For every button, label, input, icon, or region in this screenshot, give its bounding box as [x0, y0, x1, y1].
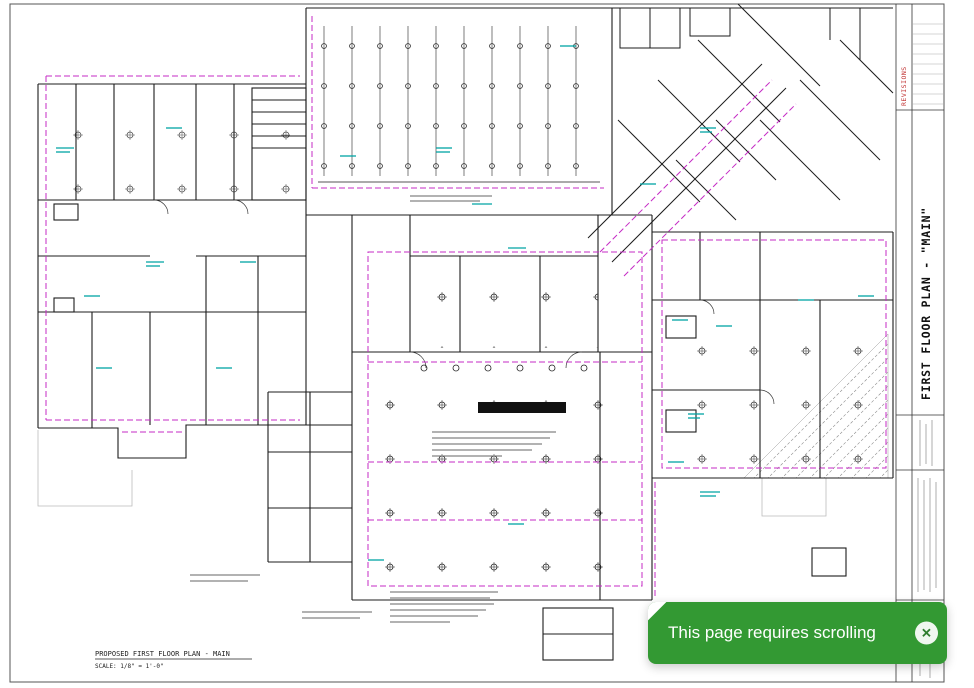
highlighted-note-box [478, 402, 566, 413]
toast-close-button[interactable]: ✕ [915, 621, 938, 645]
sheet-border [9, 3, 945, 683]
revisions-label: REVISIONS [900, 66, 908, 106]
annotation-ticks [56, 45, 874, 561]
angled-wing-walls [587, 3, 894, 263]
toast-message: This page requires scrolling [668, 623, 876, 642]
sprinkler-head-fields [46, 26, 889, 580]
plan-scale-text: SCALE: 1/8" = 1'-0" [95, 663, 164, 670]
sheet-title: FIRST FLOOR PLAN - "MAIN" [919, 207, 933, 400]
title-block: REVISIONS FIRST FLOOR PLAN - "MAIN" [895, 4, 944, 682]
sprinkler-mains-layer [45, 16, 887, 598]
note-lines [190, 195, 556, 623]
site-lines [37, 430, 827, 517]
scroll-toast: This page requires scrolling ✕ [648, 602, 947, 664]
plan-title-text: PROPOSED FIRST FLOOR PLAN - MAIN [95, 650, 230, 658]
walls-layer [37, 7, 894, 661]
revision-table-rows [912, 23, 944, 105]
plan-caption: PROPOSED FIRST FLOOR PLAN - MAIN SCALE: … [95, 650, 252, 670]
corridor-heads [420, 364, 588, 372]
